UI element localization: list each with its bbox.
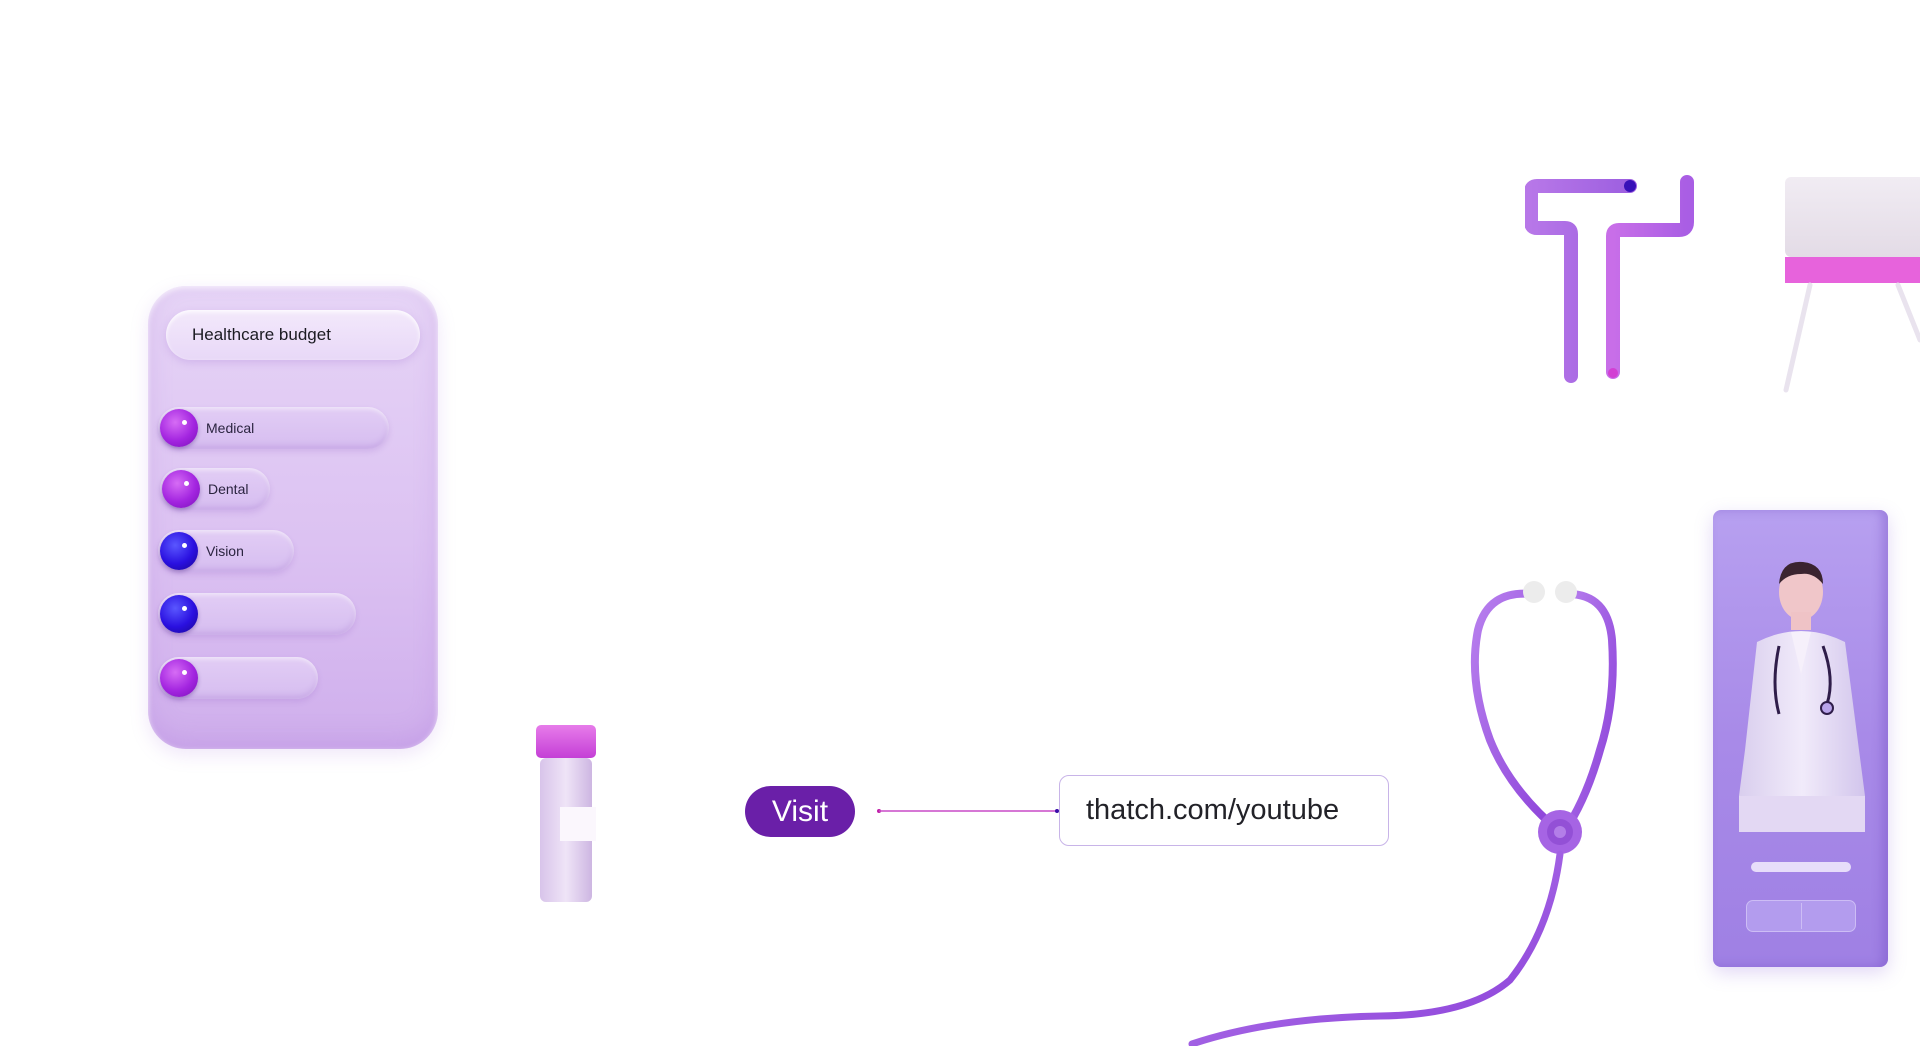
visit-button[interactable]: Visit [745,786,855,837]
budget-row-label: Dental [208,481,249,497]
connector-line [877,809,1059,813]
healthcare-budget-card: Healthcare budget Medical Dental Vision [148,286,438,749]
toggle-knob-icon [160,595,198,633]
toggle-knob-icon [162,470,200,508]
doctor-avatar-icon [1739,561,1865,832]
exam-chair-icon [1783,177,1920,393]
specimen-vial-icon [536,725,596,902]
budget-title: Healthcare budget [166,310,420,360]
budget-row-5[interactable] [158,657,318,699]
budget-row-label: Vision [206,543,244,559]
budget-row-dental[interactable]: Dental [160,468,270,510]
purple-tube-icon [1525,175,1694,383]
toggle-knob-icon [160,409,198,447]
url-link[interactable]: thatch.com/youtube [1059,775,1389,846]
toggle-knob-icon [160,532,198,570]
doctor-name-placeholder [1751,862,1851,872]
budget-row-label: Medical [206,420,255,436]
budget-row-vision[interactable]: Vision [158,530,294,572]
budget-row-4[interactable] [158,593,356,635]
doctor-action-buttons[interactable] [1746,900,1856,932]
toggle-knob-icon [160,659,198,697]
stethoscope-icon [1188,581,1617,1046]
doctor-profile-card [1713,510,1888,967]
budget-row-medical[interactable]: Medical [158,407,389,449]
